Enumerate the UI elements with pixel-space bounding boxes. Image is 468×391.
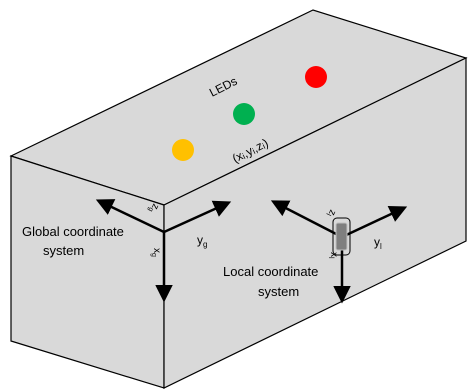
room-box [9,9,468,389]
local-y-axis [341,206,408,239]
sensor-device [332,217,351,256]
sensor-body [335,222,348,251]
local-y-label: yl [374,235,382,251]
local-system-label-line1: Local coordinate [223,264,318,279]
global-system-label-line1: Global coordinate [22,224,124,239]
local-system-label: Local coordinate system [223,264,322,299]
global-system-label: Global coordinate system [22,224,128,258]
led-yellow [172,139,194,161]
local-system-label-line2: system [258,284,299,299]
global-y-axis [163,200,232,234]
local-z-label: zl [324,207,338,218]
local-z-axis [270,200,343,239]
global-y-label: yg [197,233,207,249]
global-z-axis [95,199,165,234]
global-x-label: xg [150,248,162,257]
led-group [172,66,327,161]
led-red [305,66,327,88]
global-system-label-line2: system [43,243,84,258]
led-green [233,103,255,125]
sensor-outline [332,217,351,256]
global-axes [95,199,232,303]
local-x-label: xl [327,252,339,259]
